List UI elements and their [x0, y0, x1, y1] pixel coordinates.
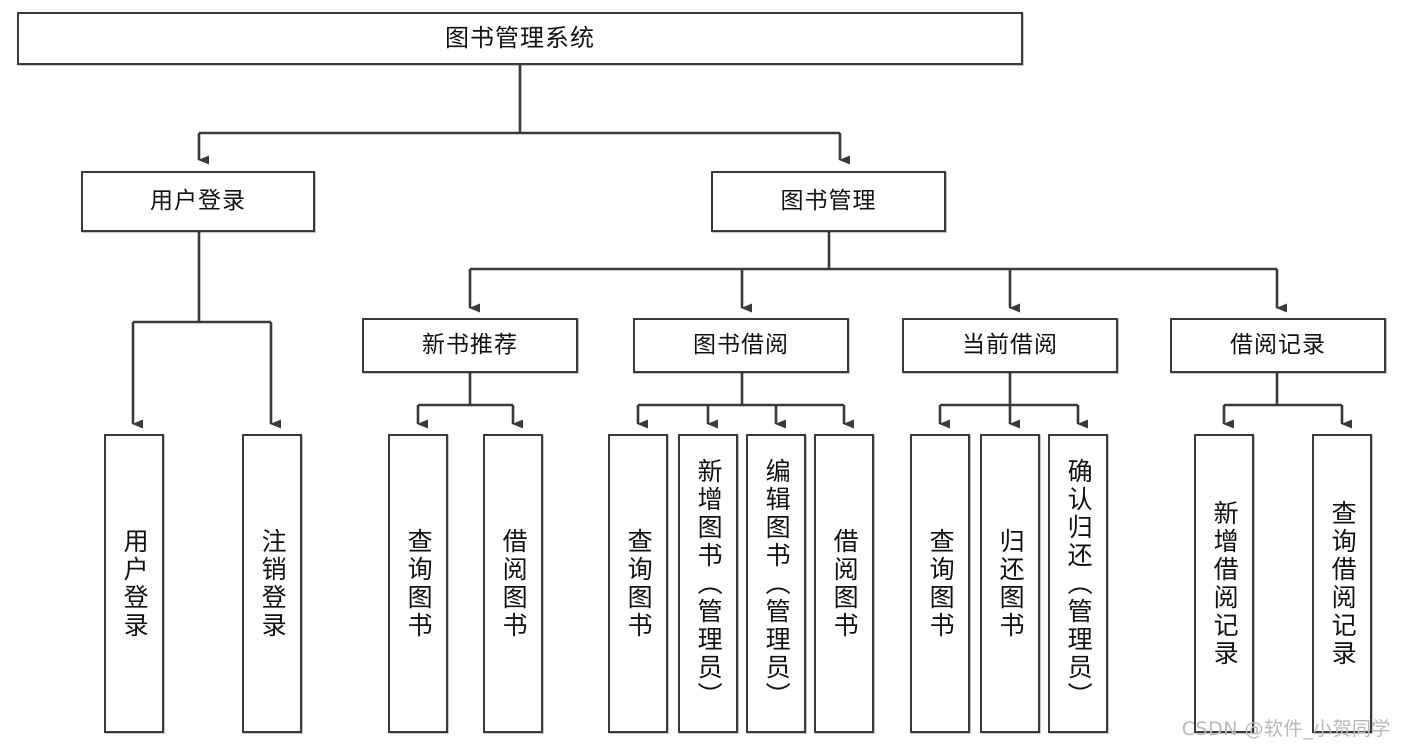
node-borrow-record[interactable]: 借阅记录 — [1170, 318, 1386, 373]
leaf-query-borrow-record[interactable]: 查询借阅记录 — [1312, 434, 1372, 733]
leaf-query-book-current[interactable]: 查询图书 — [910, 434, 970, 733]
node-root-system[interactable]: 图书管理系统 — [17, 12, 1023, 65]
node-label: 查询图书 — [926, 527, 956, 640]
node-book-borrow[interactable]: 图书借阅 — [633, 318, 849, 373]
node-label: 借阅图书 — [499, 527, 529, 640]
leaf-borrow-book[interactable]: 借阅图书 — [814, 434, 874, 733]
leaf-query-book-recommend[interactable]: 查询图书 — [388, 434, 448, 733]
node-label: 注销登录 — [258, 527, 288, 640]
node-new-book-recommend[interactable]: 新书推荐 — [362, 318, 578, 373]
leaf-query-book-borrow[interactable]: 查询图书 — [608, 434, 668, 733]
node-label: 编辑图书（管理员） — [762, 457, 792, 710]
node-label: 查询图书 — [624, 527, 654, 640]
node-label: 当前借阅 — [962, 331, 1058, 358]
node-label: 查询借阅记录 — [1328, 499, 1358, 668]
leaf-logout[interactable]: 注销登录 — [242, 434, 302, 733]
leaf-edit-book-admin[interactable]: 编辑图书（管理员） — [746, 434, 806, 733]
csdn-watermark: CSDN @软件_小贺同学 — [1181, 718, 1391, 740]
node-book-management[interactable]: 图书管理 — [711, 171, 946, 232]
node-label: 确认归还（管理员） — [1064, 457, 1094, 710]
leaf-return-book[interactable]: 归还图书 — [980, 434, 1040, 733]
node-label: 新增图书（管理员） — [694, 457, 724, 710]
node-user-login[interactable]: 用户登录 — [81, 171, 315, 232]
node-current-borrow[interactable]: 当前借阅 — [902, 318, 1118, 373]
node-label: 新书推荐 — [422, 331, 518, 358]
node-label: 借阅记录 — [1230, 331, 1326, 358]
node-label: 用户登录 — [150, 187, 246, 214]
leaf-borrow-book-recommend[interactable]: 借阅图书 — [483, 434, 543, 733]
node-label: 借阅图书 — [830, 527, 860, 640]
node-label: 用户登录 — [120, 527, 150, 640]
node-label: 归还图书 — [996, 527, 1026, 640]
node-label: 图书管理 — [780, 187, 877, 214]
node-label: 查询图书 — [404, 527, 434, 640]
leaf-add-book-admin[interactable]: 新增图书（管理员） — [678, 434, 738, 733]
node-label: 图书借阅 — [693, 331, 789, 358]
leaf-user-login[interactable]: 用户登录 — [104, 434, 164, 733]
node-label: 图书管理系统 — [445, 24, 595, 53]
leaf-add-borrow-record[interactable]: 新增借阅记录 — [1194, 434, 1254, 733]
node-label: 新增借阅记录 — [1210, 499, 1240, 668]
leaf-confirm-return-admin[interactable]: 确认归还（管理员） — [1048, 434, 1108, 733]
